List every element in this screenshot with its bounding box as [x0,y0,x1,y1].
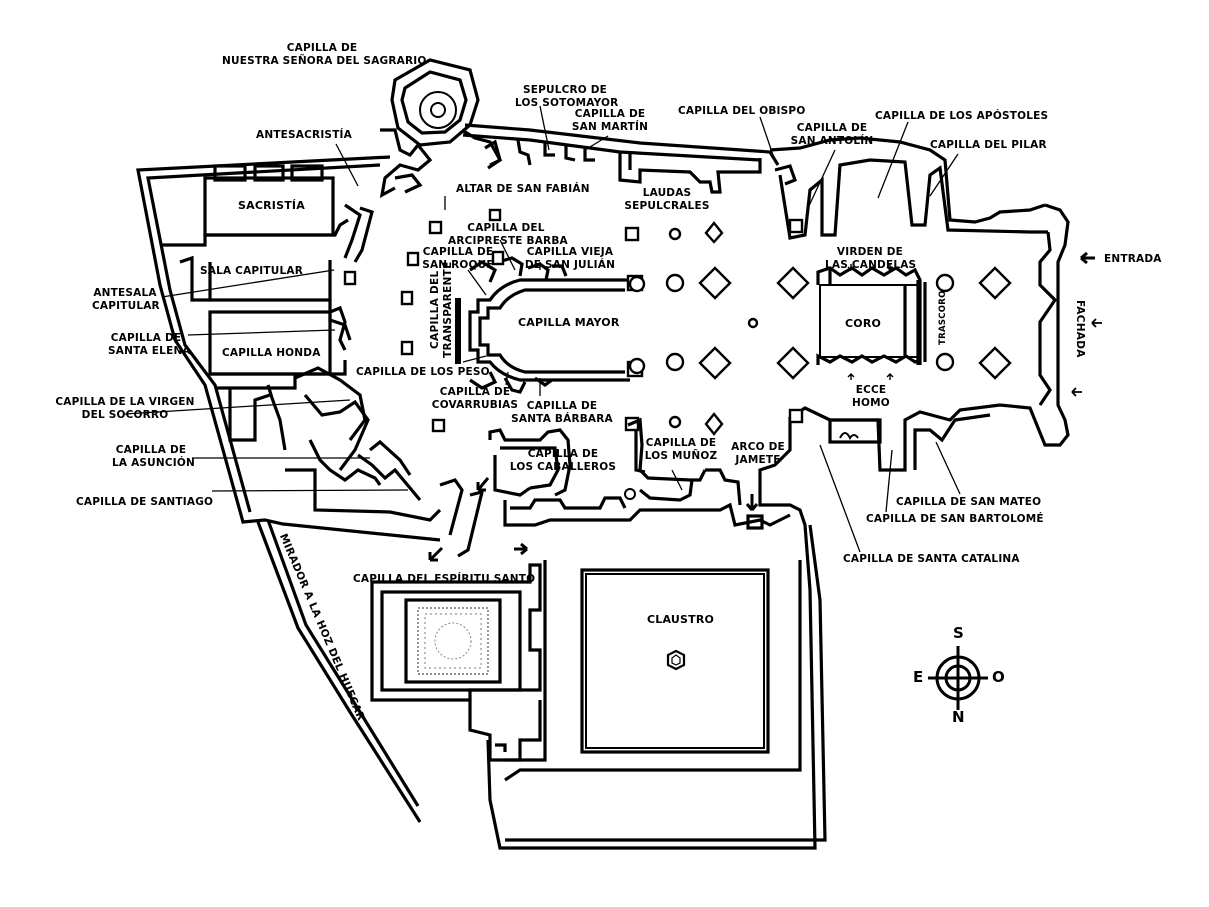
label-fachada: FACHADA [1074,300,1086,358]
label-sala-capitular: SALA CAPITULAR [200,265,303,277]
direction-arrows [428,251,1102,562]
south-chapels [488,417,882,530]
label-jamete: ARCO DE JAMETE [731,441,785,466]
label-antesala-capitular: ANTESALA CAPITULAR [92,287,160,312]
label-asuncion: CAPILLA DE LA ASUNCIÓN [112,444,196,469]
label-transparente: CAPILLA DEL TRANSPARENTE [429,261,454,358]
label-santiago: CAPILLA DE SANTIAGO [76,496,214,508]
label-santa-catalina: CAPILLA DE SANTA CATALINA [843,553,1020,565]
label-capilla-honda: CAPILLA HONDA [222,347,321,359]
label-coro: CORO [845,317,882,330]
label-sacristia: SACRISTÍA [238,199,305,212]
label-arcipreste: CAPILLA DEL ARCIPRESTE BARBA [448,222,568,247]
sagrario-chapel [379,58,503,198]
espiritu-santo-chapel [370,563,542,762]
label-sotomayor: SEPULCRO DE LOS SOTOMAYOR [515,84,619,109]
label-trascoro: TRASCORO [938,290,948,345]
label-sagrario: CAPILLA DE NUESTRA SEÑORA DEL SAGRARIO [222,42,427,67]
label-san-mateo: CAPILLA DE SAN MATEO [896,496,1042,508]
compass-north: N [952,708,965,726]
label-virgen-socorro: CAPILLA DE LA VIRGEN DEL SOCORRO [55,396,195,421]
coro [816,266,927,365]
label-santa-elena: CAPILLA DE SANTA ELENA [108,332,191,357]
pointer-lines [124,105,961,553]
compass-rose-icon [928,646,988,710]
label-san-martin: CAPILLA DE SAN MARTÍN [571,108,649,133]
label-los-peso: CAPILLA DE LOS PESO [356,366,490,378]
label-san-bartolome: CAPILLA DE SAN BARTOLOMÉ [866,513,1044,525]
label-san-antolin: CAPILLA DE SAN ANTOLÍN [790,122,874,147]
compass-east: E [913,668,924,686]
capilla-mayor [455,256,646,394]
compass-south: S [953,624,964,642]
label-santa-barbara: CAPILLA DE SANTA BÁRBARA [511,400,613,425]
label-caballeros: CAPILLA DE LOS CABALLEROS [509,448,617,473]
label-laudas: LAUDAS SEPULCRALES [624,187,710,212]
label-claustro: CLAUSTRO [647,613,715,626]
label-apostoles: CAPILLA DE LOS APÓSTOLES [875,110,1049,122]
label-munoz: CAPILLA DE LOS MUÑOZ [644,437,718,462]
compass-west: O [992,668,1005,686]
label-virgen-candelas: VIRDEN DE LAS CANDELAS [825,246,917,271]
sacristia-block [160,164,374,341]
label-covarrubias: CAPILLA DE COVARRUBIAS [431,386,519,411]
outer-walls [136,123,1070,850]
label-ecce-homo: ECCE HOMO [852,384,890,409]
claustro [504,560,802,782]
label-san-julian: CAPILLA VIEJA DE SAN JULIÁN [524,246,616,271]
left-chapels [208,305,485,558]
label-pilar: CAPILLA DEL PILAR [930,139,1047,151]
north-chapels [484,139,798,194]
label-san-fabian: ALTAR DE SAN FABIÁN [456,183,590,195]
label-entrada: ENTRADA [1104,253,1162,265]
label-san-roque: CAPILLA DE SAN ROQUE [422,246,494,271]
label-espiritu-santo: CAPILLA DEL ESPÍRITU SANTO [353,573,536,585]
label-capilla-mayor: CAPILLA MAYOR [518,316,620,329]
label-antesacristia: ANTESACRISTÍA [256,129,352,141]
label-obispo: CAPILLA DEL OBISPO [678,105,806,117]
nave-pillars [343,208,1012,436]
